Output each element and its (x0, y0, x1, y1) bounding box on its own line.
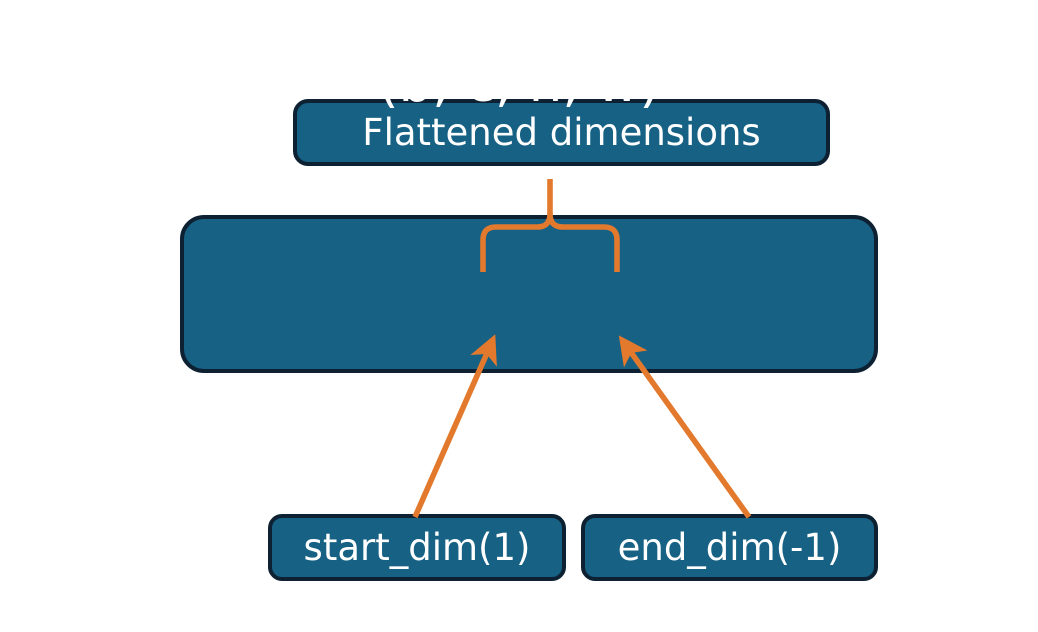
start-dim-box[interactable]: start_dim(1) (268, 514, 566, 581)
tensor-shape-label: (b, c, h, w) (377, 53, 661, 114)
start-dim-label: start_dim(1) (303, 526, 531, 569)
tensor-shape-box[interactable] (180, 215, 878, 373)
flattened-dimensions-label: Flattened dimensions (362, 111, 761, 154)
end-dim-label: end_dim(-1) (617, 526, 842, 569)
end-dim-box[interactable]: end_dim(-1) (581, 514, 878, 581)
flattened-dimensions-box[interactable]: Flattened dimensions (293, 99, 830, 166)
